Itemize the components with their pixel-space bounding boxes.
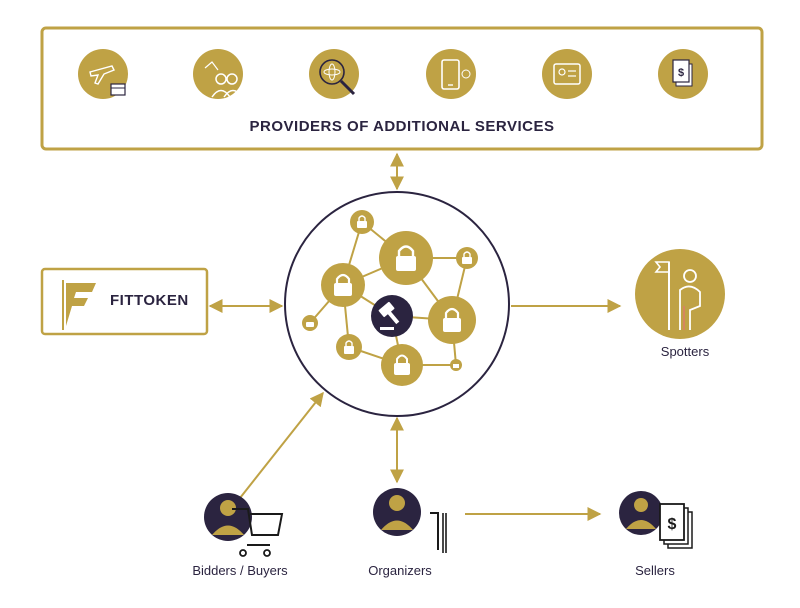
- bidders-label: Bidders / Buyers: [192, 563, 288, 578]
- gavel-icon: [371, 295, 413, 337]
- lock-node-tiny: [450, 359, 462, 371]
- lock-node-large: [379, 231, 433, 285]
- svg-text:$: $: [668, 516, 677, 533]
- fittoken-logo-icon: [62, 280, 96, 330]
- shopping-cart-icon: [232, 508, 284, 557]
- invoice-icon: $: [658, 49, 708, 99]
- spotters-label: Spotters: [660, 344, 710, 359]
- audience-icon: [193, 49, 243, 99]
- brand-name: FITTOKEN: [110, 292, 189, 309]
- science-icon: [309, 49, 359, 99]
- money-icon: $: [659, 503, 693, 549]
- organizer-avatar: [373, 488, 421, 536]
- lock-node-bottom: [381, 344, 423, 386]
- podium-icon: [430, 512, 447, 553]
- lock-node-small-left: [302, 315, 318, 331]
- spotter-flag-icon: [635, 249, 725, 339]
- sellers-label: Sellers: [635, 563, 675, 578]
- lock-node-small-right: [456, 247, 478, 269]
- travel-icon: [78, 49, 128, 99]
- mobile-icon: [426, 49, 476, 99]
- lock-node-right: [428, 296, 476, 344]
- lock-node-left: [321, 263, 365, 307]
- bidder-avatar: [204, 493, 252, 541]
- connector-bidders-hub: [239, 391, 324, 499]
- providers-title: PROVIDERS OF ADDITIONAL SERVICES: [249, 118, 555, 135]
- seller-avatar: [619, 491, 663, 535]
- svg-text:$: $: [678, 67, 684, 79]
- lock-node-small-top: [350, 210, 374, 234]
- lock-node-small-bottom-left: [336, 334, 362, 360]
- id-card-icon: [542, 49, 592, 99]
- organizers-label: Organizers: [368, 563, 432, 578]
